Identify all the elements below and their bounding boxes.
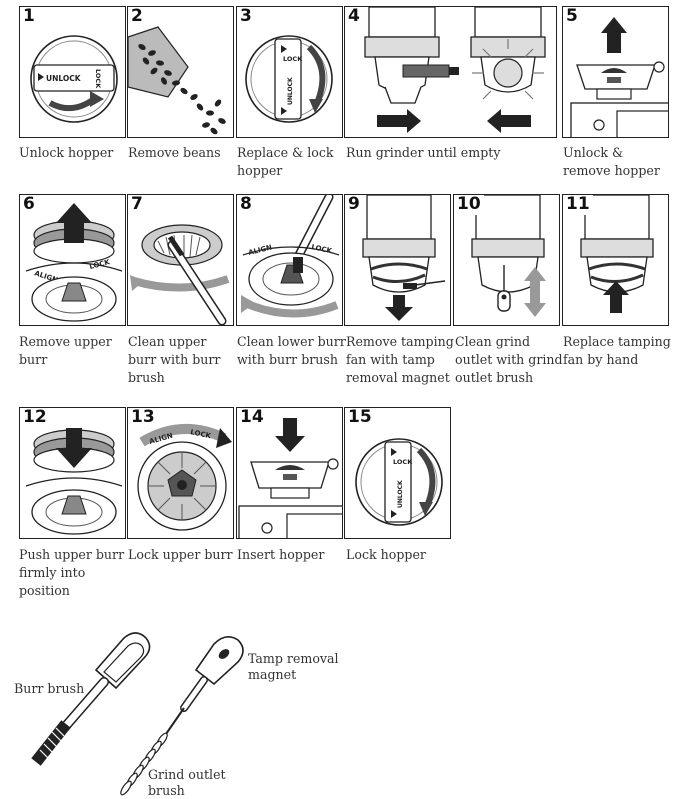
step-number: 1: [23, 7, 38, 27]
step-number: 11: [566, 195, 593, 215]
step-2-caption: Remove beans: [128, 145, 221, 160]
lock-hopper-illustration: LOCK UNLOCK: [245, 35, 333, 123]
step-6-panel: 6 ALIGN LOCK: [19, 194, 126, 326]
step-number: 8: [240, 195, 255, 215]
lock-label: LOCK: [393, 458, 413, 466]
step-15-panel: 15 LOCK UNLOCK: [344, 407, 451, 539]
grind-brush-label-line1: Grind outlet: [148, 767, 226, 782]
step-number: 12: [23, 408, 50, 428]
step-8-caption: Clean lower burr with burr brush: [237, 334, 346, 367]
clean-lower-burr-illustration: ALIGN LOCK: [241, 195, 340, 318]
step-number: 5: [566, 7, 581, 27]
clean-upper-burr-illustration: [130, 224, 230, 325]
step-9-panel: 9: [344, 194, 451, 326]
unlock-hopper-illustration: UNLOCK LOCK: [30, 35, 118, 123]
step-number: 6: [23, 195, 38, 215]
step-4-caption: Run grinder until empty: [346, 145, 501, 160]
tamp-magnet-label-line2: magnet: [248, 667, 297, 682]
remove-upper-burr-illustration: ALIGN LOCK: [25, 203, 123, 322]
step-7-panel: 7: [127, 194, 234, 326]
step-3-caption: Replace & lock hopper: [237, 145, 334, 178]
unlock-label: UNLOCK: [46, 74, 82, 83]
step-11-panel: 11: [562, 194, 669, 326]
step-12-caption: Push upper burr firmly into position: [19, 547, 125, 598]
lock-label: LOCK: [283, 55, 303, 63]
step-10-caption: Clean grind outlet with grind outlet bru…: [455, 334, 563, 385]
replace-tamping-fan-illustration: [580, 195, 654, 313]
step-number: 15: [348, 408, 375, 428]
unlock-label: UNLOCK: [397, 480, 404, 508]
step-4-panel: 4: [344, 6, 557, 138]
step-6-caption: Remove upper burr: [19, 334, 112, 367]
step-7-caption: Clean upper burr with burr brush: [128, 334, 221, 385]
step-2-panel: 2: [127, 6, 234, 138]
step-14-panel: 14: [236, 407, 343, 539]
step-3-panel: 3 LOCK UNLOCK: [236, 6, 343, 138]
unlock-remove-hopper-illustration: [570, 17, 668, 137]
step-number: 7: [131, 195, 146, 215]
lock-hopper-final-illustration: LOCK UNLOCK: [355, 438, 443, 526]
insert-hopper-illustration: [238, 418, 342, 538]
step-1-panel: 1 UNLOCK LOCK: [19, 6, 126, 138]
step-14-caption: Insert hopper: [237, 547, 325, 562]
step-number: 14: [240, 408, 267, 428]
burr-brush-icon: [31, 632, 151, 766]
tamp-magnet-brush-icon: [120, 636, 244, 796]
push-upper-burr-illustration: [25, 428, 123, 535]
cleaning-tools-illustration: [31, 632, 244, 796]
lock-label: LOCK: [311, 243, 333, 255]
run-grinder-illustration: [364, 7, 546, 133]
step-8-panel: 8 ALIGN LOCK: [236, 194, 343, 326]
step-12-panel: 12: [19, 407, 126, 539]
lock-label: LOCK: [94, 69, 102, 89]
lock-upper-burr-illustration: ALIGN LOCK: [137, 424, 232, 531]
step-9-caption: Remove tamping fan with tamp removal mag…: [346, 334, 454, 385]
step-5-caption: Unlock & remove hopper: [563, 145, 660, 178]
burr-brush-label: Burr brush: [14, 681, 85, 696]
grind-brush-label-line2: brush: [148, 783, 185, 798]
step-1-caption: Unlock hopper: [19, 145, 114, 160]
step-15-caption: Lock hopper: [346, 547, 426, 562]
step-number: 4: [348, 7, 363, 27]
step-number: 10: [457, 195, 484, 215]
remove-beans-illustration: [128, 26, 226, 135]
step-5-panel: 5: [562, 6, 669, 138]
step-number: 2: [131, 7, 146, 27]
tamp-magnet-label-line1: Tamp removal: [248, 651, 339, 666]
step-13-caption: Lock upper burr: [128, 547, 233, 562]
step-10-panel: 10: [453, 194, 560, 326]
step-number: 13: [131, 408, 158, 428]
clean-grind-outlet-illustration: [471, 195, 546, 317]
step-number: 9: [348, 195, 363, 215]
unlock-label: UNLOCK: [287, 77, 294, 105]
step-number: 3: [240, 7, 255, 27]
step-11-caption: Replace tamping fan by hand: [563, 334, 671, 367]
step-13-panel: 13 ALIGN LOCK: [127, 407, 234, 539]
remove-tamping-fan-illustration: [362, 195, 446, 321]
align-label: ALIGN: [248, 243, 273, 257]
